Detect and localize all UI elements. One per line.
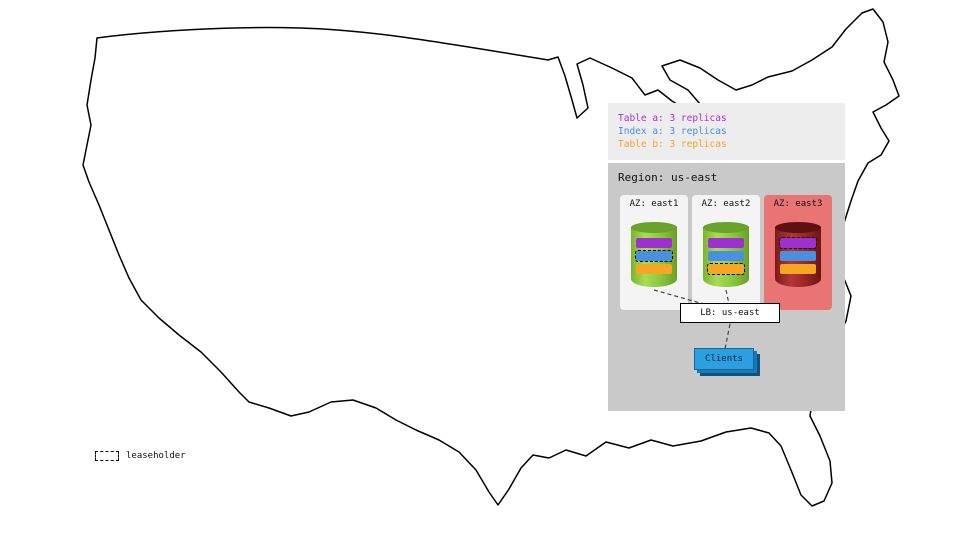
replica-table-a [708,238,744,248]
region-us-east: Region: us-east AZ: east1 AZ: east2 [608,163,845,411]
legend-index-a: Index a: 3 replicas [618,126,727,137]
az-east1-label: AZ: east1 [629,199,679,209]
replica-index-a-leaseholder [635,250,673,262]
db-node-east2 [703,222,749,288]
az-east3-failed: AZ: east3 [764,195,832,310]
az-east2-label: AZ: east2 [701,199,751,209]
db-cylinder-top [631,222,677,233]
legend-table-b: Table b: 3 replicas [618,139,727,150]
db-node-east1 [631,222,677,288]
replica-table-b-leaseholder [707,263,745,275]
legend-table-a: Table a: 3 replicas [618,113,727,124]
topology-panel: Table a: 3 replicas Index a: 3 replicas … [608,103,845,411]
replica-table-a [636,238,672,248]
replica-table-a-leaseholder [779,237,817,249]
replica-table-b [780,264,816,274]
replica-index-a [708,251,744,261]
db-cylinder-top [703,222,749,233]
replica-legend: Table a: 3 replicas Index a: 3 replicas … [608,103,845,160]
az-east3-label: AZ: east3 [773,199,823,209]
region-title: Region: us-east [618,171,718,184]
replica-table-b [636,264,672,274]
load-balancer: LB: us-east [680,303,780,323]
leaseholder-legend: leaseholder [95,451,186,461]
leaseholder-legend-label: leaseholder [126,451,186,461]
db-cylinder-top [775,222,821,233]
leaseholder-swatch-icon [95,451,119,461]
az-east1: AZ: east1 [620,195,688,310]
clients-box: Clients [694,348,754,370]
db-node-east3 [775,222,821,288]
az-east2: AZ: east2 [692,195,760,310]
replica-index-a [780,251,816,261]
